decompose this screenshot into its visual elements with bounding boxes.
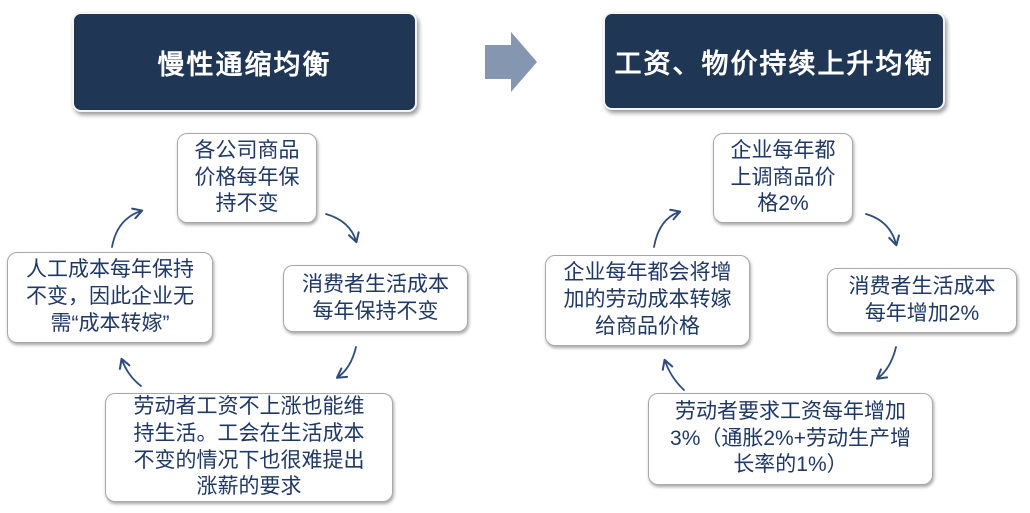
left-cycle-node-bottom: 劳动者工资不上涨也能维 持生活。工会在生活成本 不变的情况下也很难提出 涨薪的要… — [105, 393, 393, 502]
left-cycle-node-left: 人工成本每年保持 不变，因此企业无 需“成本转嫁” — [7, 252, 213, 343]
right-cycle-node-right: 消费者生活成本 每年增加2% — [827, 268, 1017, 333]
arrow-left-cycle-left-to-top-icon — [111, 207, 144, 248]
arrow-right-cycle-top-to-right-icon — [865, 213, 900, 247]
arrow-right-cycle-bottom-to-left-icon — [661, 358, 685, 391]
left-cycle-node-top: 各公司商品 价格每年保 持不变 — [177, 133, 317, 223]
arrow-right-cycle-right-to-bottom-icon — [875, 346, 897, 380]
arrow-left-cycle-bottom-to-left-icon — [118, 357, 142, 387]
right-cycle-node-bottom: 劳动者要求工资每年增加 3%（通胀2%+劳动生产增 长率的1%） — [648, 393, 933, 485]
right-block-arrow-icon — [485, 32, 537, 92]
left-cycle-node-right: 消费者生活成本 每年保持不变 — [283, 265, 468, 332]
arrow-right-cycle-left-to-top-icon — [653, 208, 682, 248]
left-diagram-title: 慢性通缩均衡 — [72, 12, 417, 112]
arrow-left-cycle-top-to-right-icon — [325, 213, 360, 244]
arrow-left-cycle-right-to-bottom-icon — [335, 346, 357, 379]
right-diagram-title: 工资、物价持续上升均衡 — [603, 12, 945, 110]
right-cycle-node-top: 企业每年都 上调商品价 格2% — [713, 133, 853, 223]
right-cycle-node-left: 企业每年都会将增 加的劳动成本转嫁 给商品价格 — [545, 255, 750, 346]
